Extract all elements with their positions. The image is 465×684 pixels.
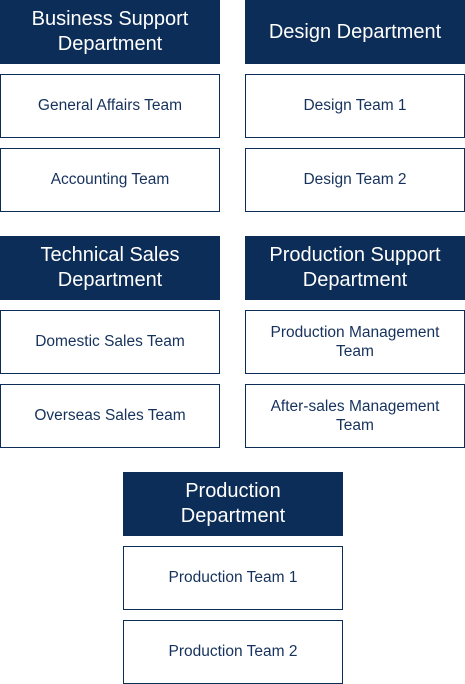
team-name: Production Team 1	[168, 569, 298, 587]
team-name: After-sales Management Team	[270, 397, 440, 434]
business-support-department-header: Business Support Department	[0, 0, 220, 64]
accounting-team-box: Accounting Team	[0, 148, 220, 212]
design-team-2-box: Design Team 2	[245, 148, 465, 212]
team-name: Accounting Team	[50, 171, 170, 189]
team-name: Domestic Sales Team	[35, 333, 185, 351]
department-name: Production Support Department	[269, 244, 441, 291]
design-team-1-box: Design Team 1	[245, 74, 465, 138]
production-team-2-box: Production Team 2	[123, 620, 343, 684]
team-name: Production Management Team	[270, 323, 440, 360]
technical-sales-department-header: Technical Sales Department	[0, 236, 220, 300]
production-support-department-header: Production Support Department	[245, 236, 465, 300]
department-name: Design Department	[268, 20, 442, 43]
production-team-1-box: Production Team 1	[123, 546, 343, 610]
domestic-sales-team-box: Domestic Sales Team	[0, 310, 220, 374]
production-department-header: Production Department	[123, 472, 343, 536]
team-name: General Affairs Team	[37, 97, 183, 115]
team-name: Production Team 2	[168, 643, 298, 661]
production-management-team-box: Production Management Team	[245, 310, 465, 374]
after-sales-management-team-box: After-sales Management Team	[245, 384, 465, 448]
design-department-header: Design Department	[245, 0, 465, 64]
overseas-sales-team-box: Overseas Sales Team	[0, 384, 220, 448]
department-name: Business Support Department	[31, 8, 189, 55]
team-name: Design Team 2	[303, 171, 407, 189]
department-name: Technical Sales Department	[40, 244, 180, 291]
team-name: Overseas Sales Team	[34, 407, 186, 425]
team-name: Design Team 1	[303, 97, 407, 115]
department-name: Production Department	[180, 480, 286, 527]
general-affairs-team-box: General Affairs Team	[0, 74, 220, 138]
